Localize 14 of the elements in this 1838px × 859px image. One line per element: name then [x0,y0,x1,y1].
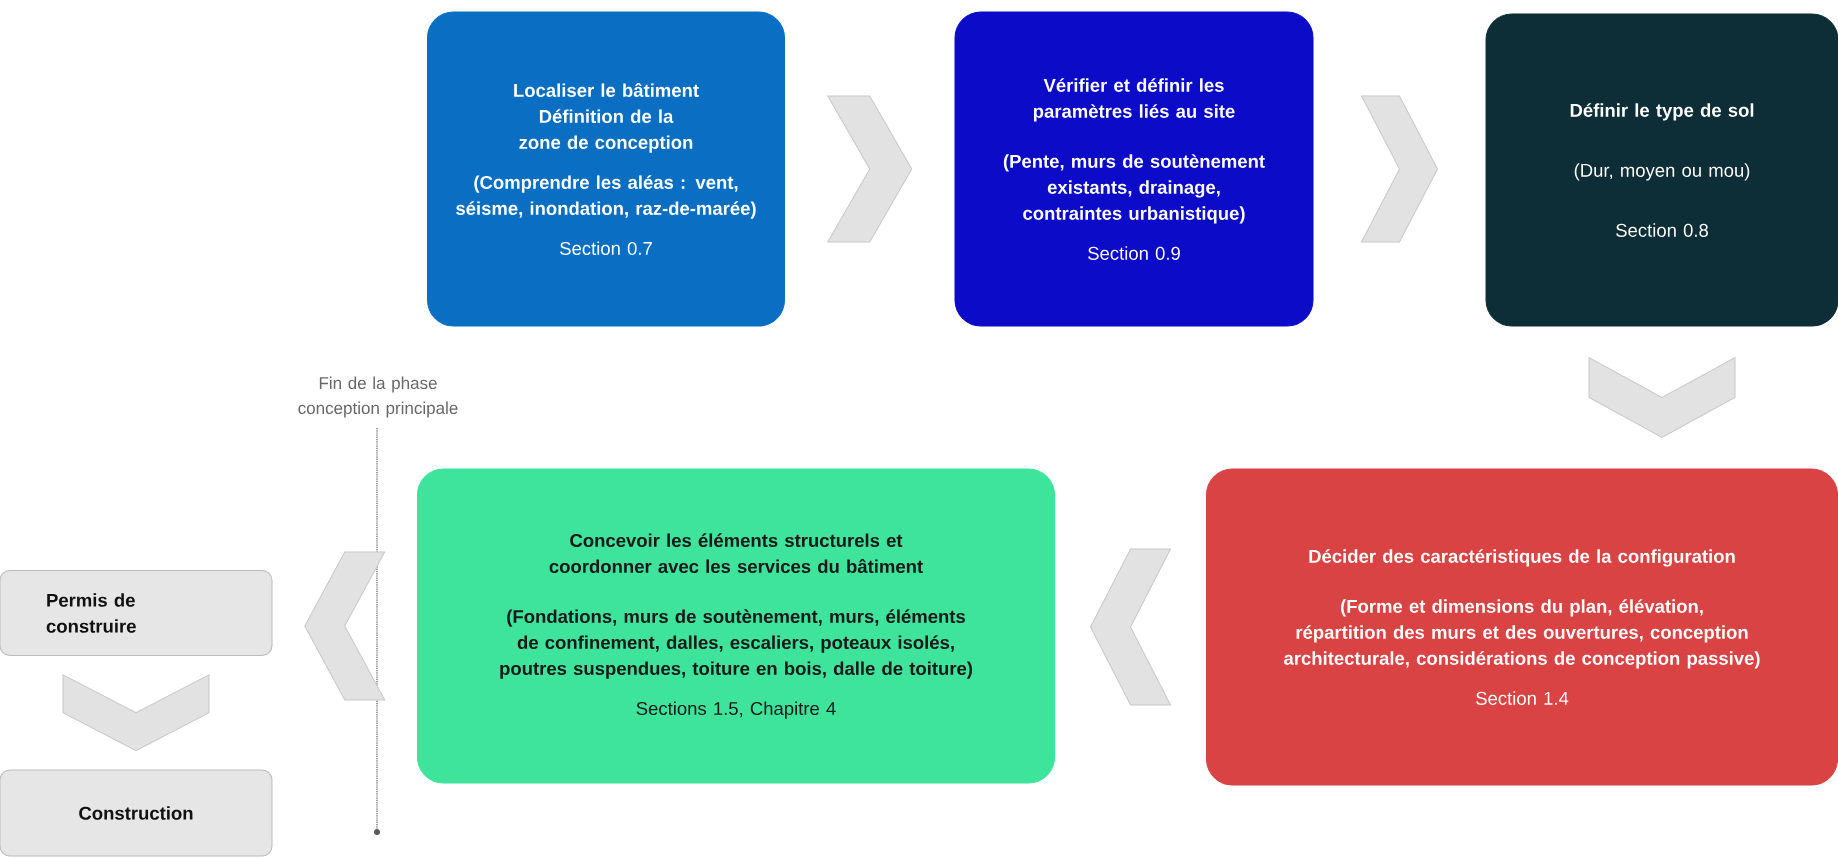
process-box: Concevoir les éléments structurels et coordonner avec les services du bâtiment (Fondations, murs de soutènement, murs, éléments de confinement, dalles, escaliers, poteaux isolés, poutres suspendues, toiture en bois, dalle de toiture) Sections 1.5, Chapitre 4 [417,468,1055,784]
process-box: Décider des caractéristiques de la configuration (Forme et dimensions du plan, élévation, répartition des murs et des ouvertures, conception architecturale, considérations de conception passive) Section 1.4 [1206,468,1838,786]
note-text: Fin de la phase conception principale [298,376,458,418]
step-box: Construction [0,769,273,857]
chevron-arrow [1588,357,1736,438]
step-box: Permis de construire [0,570,273,656]
process-box: Localiser le bâtiment Définition de la zone de conception (Comprendre les aléas : vent, séisme, inondation, raz-de-marée) Section 0.7 [427,11,785,327]
chevron-arrow [827,95,913,243]
process-box: Définir le type de sol (Dur, moyen ou mou) Section 0.8 [1485,13,1838,327]
chevron-arrow [1090,548,1171,706]
chevron-arrow [1361,95,1438,243]
chevron-arrow [62,674,210,752]
process-box: Vérifier et définir les paramètres liés au site (Pente, murs de soutènement existants, drainage, contraintes urbanistique) Section 0.9 [954,11,1314,327]
chevron-arrow [304,551,386,701]
